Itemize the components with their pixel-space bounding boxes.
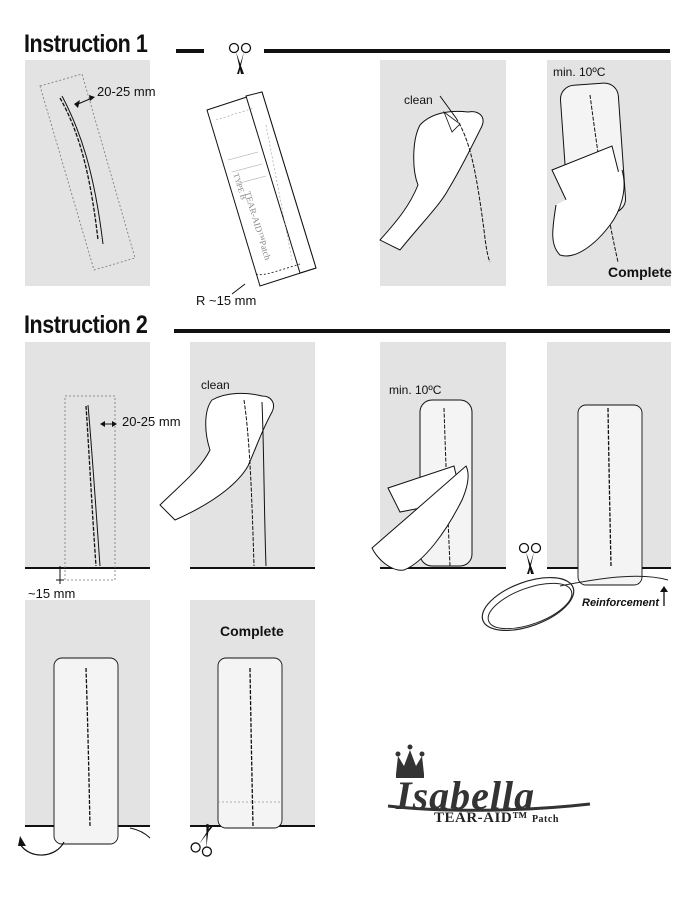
instruction-2-rule bbox=[174, 329, 670, 333]
step-2-2-hand bbox=[159, 392, 315, 569]
step-2-5-patch bbox=[18, 657, 151, 856]
logo-product-name: TEAR-AID bbox=[434, 810, 513, 826]
step-1-1-tear bbox=[39, 73, 136, 271]
step-2-2-clean-label: clean bbox=[201, 378, 230, 392]
logo-suffix: Patch bbox=[531, 814, 559, 825]
step-1-4-temp-label: min. 10ºC bbox=[553, 65, 606, 79]
instruction-1-heading: Instruction 1 bbox=[24, 30, 148, 58]
crown-icon bbox=[395, 744, 425, 778]
logo-tm: ™ bbox=[512, 810, 528, 826]
step-1-2-patch bbox=[206, 42, 317, 295]
step-2-4-reinforcement bbox=[481, 404, 671, 631]
instruction-1-rule-short bbox=[176, 49, 204, 53]
step-2-3-temp-label: min. 10ºC bbox=[389, 383, 442, 397]
step-2-1-gap-label: 20-25 mm bbox=[122, 414, 181, 429]
step-1-4-patch bbox=[551, 82, 627, 263]
instruction-1-rule-long bbox=[264, 49, 670, 53]
step-2-3-patch bbox=[371, 399, 506, 571]
step-1-3-hand bbox=[379, 95, 491, 263]
step-1-1-gap-label: 20-25 mm bbox=[97, 84, 156, 99]
instruction-2-heading: Instruction 2 bbox=[24, 311, 148, 339]
logo-swash bbox=[387, 802, 591, 812]
logo-name: Isabella bbox=[396, 773, 536, 818]
logo-product: TEAR-AID™ Patch bbox=[434, 810, 559, 827]
step-2-1-edge-label: ~15 mm bbox=[28, 586, 76, 601]
step-2-1-panel bbox=[25, 342, 150, 568]
step-1-3-clean-label: clean bbox=[404, 93, 433, 107]
step-1-4-complete-label: Complete bbox=[608, 264, 672, 280]
step-1-2-radius-label: R ~15 mm bbox=[196, 293, 257, 308]
step-2-6-complete-label: Complete bbox=[220, 623, 284, 639]
step-2-6-patch bbox=[189, 657, 315, 858]
step-2-1-tear bbox=[25, 395, 150, 584]
step-2-4-reinforcement-label: Reinforcement bbox=[582, 597, 660, 609]
